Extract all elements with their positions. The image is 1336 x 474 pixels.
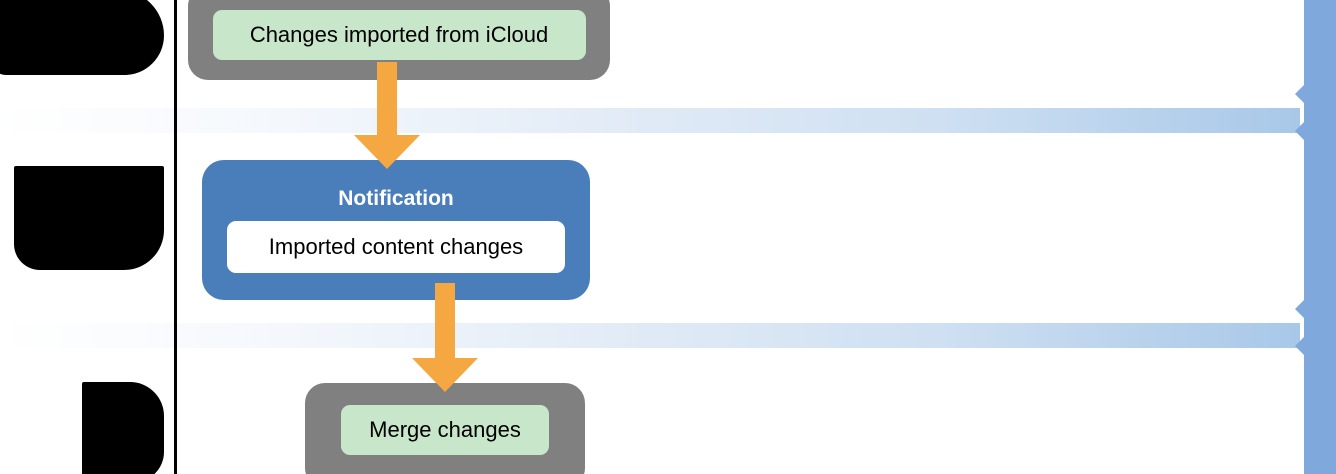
node-merge-changes[interactable]: Merge changes	[305, 383, 585, 474]
arrow-notification-to-merge	[412, 283, 478, 392]
lane-rail-right	[1295, 0, 1336, 474]
arrow-imported-to-notification	[354, 62, 420, 169]
node-notification[interactable]: Notification Imported content changes	[202, 160, 590, 300]
node-changes-imported[interactable]: Changes imported from iCloud	[188, 0, 610, 80]
redaction-bottom	[82, 382, 164, 474]
node-notification-title: Notification	[338, 187, 454, 210]
node-changes-imported-label: Changes imported from iCloud	[212, 10, 586, 60]
lane-band-lower	[0, 323, 1300, 348]
redaction-middle	[14, 166, 164, 270]
node-notification-label: Imported content changes	[227, 221, 565, 273]
lane-band-upper	[0, 108, 1300, 133]
column-divider	[174, 0, 177, 474]
redaction-top	[0, 0, 164, 75]
node-merge-changes-label: Merge changes	[341, 405, 549, 455]
